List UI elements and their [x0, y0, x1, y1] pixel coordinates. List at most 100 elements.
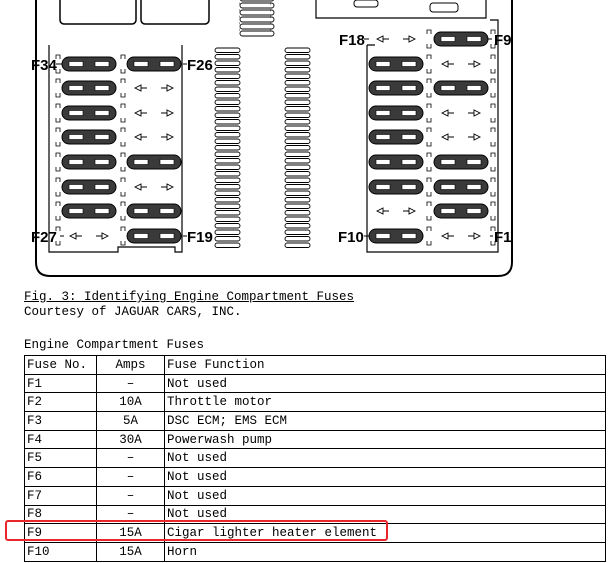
cell-amps: –	[96, 448, 165, 469]
cell-fuse-no: F8	[24, 504, 97, 525]
cell-amps: –	[96, 485, 165, 506]
mini-fuse-slot	[284, 125, 311, 131]
mini-fuse-slot	[239, 16, 275, 23]
empty-fuse-slot	[133, 183, 175, 191]
header-amps: Amps	[96, 355, 165, 375]
mini-fuse-slot	[284, 80, 311, 86]
mini-fuse-slot	[239, 9, 275, 16]
mini-fuse-slot	[214, 229, 241, 235]
mini-fuse-slot	[214, 93, 241, 99]
blade-fuse	[368, 129, 424, 145]
blade-fuse	[126, 56, 182, 72]
blade-fuse	[433, 31, 489, 47]
blade-fuse	[433, 80, 489, 96]
mini-fuse-slot	[214, 158, 241, 164]
mini-fuse-slot	[239, 0, 275, 2]
mini-fuse-slot	[284, 190, 311, 196]
mini-fuse-slot	[239, 30, 275, 37]
mini-fuse-slot	[214, 210, 241, 216]
callout-f18: F18	[339, 32, 365, 49]
mini-fuse-slot	[214, 151, 241, 157]
mini-fuse-slot	[214, 236, 241, 242]
callout-f1: F1	[494, 229, 512, 246]
mini-fuse-slot	[214, 60, 241, 66]
figure-caption: Fig. 3: Identifying Engine Compartment F…	[24, 290, 355, 304]
mini-fuse-slot	[214, 197, 241, 203]
mini-fuse-slot	[284, 177, 311, 183]
blade-fuse	[126, 203, 182, 219]
mini-fuse-slot	[284, 138, 311, 144]
mini-fuse-slot	[214, 80, 241, 86]
mini-fuse-slot	[239, 23, 275, 30]
mini-fuse-slot	[214, 54, 241, 60]
mini-fuse-slot	[214, 177, 241, 183]
cell-amps: 30A	[96, 429, 165, 450]
blade-fuse	[433, 154, 489, 170]
table-header-row: Fuse No. Amps Fuse Function	[24, 355, 606, 375]
mini-fuse-slot	[284, 171, 311, 177]
mini-fuse-slot	[214, 119, 241, 125]
mini-fuse-slot	[214, 132, 241, 138]
mini-fuse-slot	[214, 190, 241, 196]
cell-amps: –	[96, 373, 165, 394]
mini-fuse-slot	[214, 216, 241, 222]
mini-fuse-slot	[284, 203, 311, 209]
blade-fuse	[126, 154, 182, 170]
blade-fuse	[368, 179, 424, 195]
mini-fuse-slot	[284, 93, 311, 99]
cell-fuse-function: Not used	[164, 485, 606, 506]
cell-fuse-function: Powerwash pump	[164, 429, 606, 450]
mini-fuse-slot	[284, 164, 311, 170]
table-row: F7–Not used	[24, 485, 606, 506]
fuse-table: Fuse No. Amps Fuse Function F1–Not used …	[24, 355, 606, 562]
empty-fuse-slot	[133, 109, 175, 117]
mini-fuse-slot	[214, 125, 241, 131]
cell-fuse-function: Not used	[164, 467, 606, 487]
callout-f27: F27	[31, 229, 57, 246]
mini-fuse-slot	[214, 67, 241, 73]
figure-credit: Courtesy of JAGUAR CARS, INC.	[24, 305, 242, 319]
table-row: F5–Not used	[24, 448, 606, 469]
mini-fuse-slot	[284, 73, 311, 79]
blade-fuse	[61, 105, 117, 121]
cell-fuse-no: F7	[24, 485, 97, 506]
mini-fuse-slot	[284, 184, 311, 190]
mini-fuse-slot	[284, 47, 311, 53]
cell-fuse-function: Horn	[164, 541, 606, 562]
mini-fuse-slot	[284, 210, 311, 216]
mini-fuse-slot	[214, 86, 241, 92]
mini-fuse-slot	[214, 106, 241, 112]
mini-fuse-slot	[214, 99, 241, 105]
table-row: F8–Not used	[24, 504, 606, 525]
mini-fuse-slot	[284, 119, 311, 125]
mini-fuse-slot	[214, 164, 241, 170]
blade-fuse	[61, 154, 117, 170]
cell-fuse-no: F3	[24, 411, 97, 431]
cell-fuse-function: Not used	[164, 504, 606, 525]
mini-fuse-slot	[284, 197, 311, 203]
mini-fuse-slot	[284, 112, 311, 118]
mini-fuse-slot	[284, 132, 311, 138]
mini-fuse-slot	[214, 203, 241, 209]
callout-f9: F9	[494, 32, 512, 49]
blade-fuse	[61, 203, 117, 219]
cell-fuse-function: Cigar lighter heater element	[164, 523, 606, 543]
mini-fuse-slot	[284, 145, 311, 151]
mini-fuse-slot	[284, 99, 311, 105]
blade-fuse	[61, 179, 117, 195]
callout-f10: F10	[338, 229, 364, 246]
blade-fuse-slots	[55, 29, 496, 246]
cell-fuse-no: F4	[24, 429, 97, 450]
table-row: F1–Not used	[24, 373, 606, 394]
table-row: F6–Not used	[24, 467, 606, 487]
mini-fuse-slot	[284, 223, 311, 229]
mini-fuse-slot	[284, 158, 311, 164]
mini-fuse-slot	[214, 112, 241, 118]
empty-fuse-slot	[440, 60, 482, 68]
empty-fuse-slot	[375, 207, 417, 215]
table-title: Engine Compartment Fuses	[24, 338, 205, 352]
empty-fuse-slot	[440, 232, 482, 240]
